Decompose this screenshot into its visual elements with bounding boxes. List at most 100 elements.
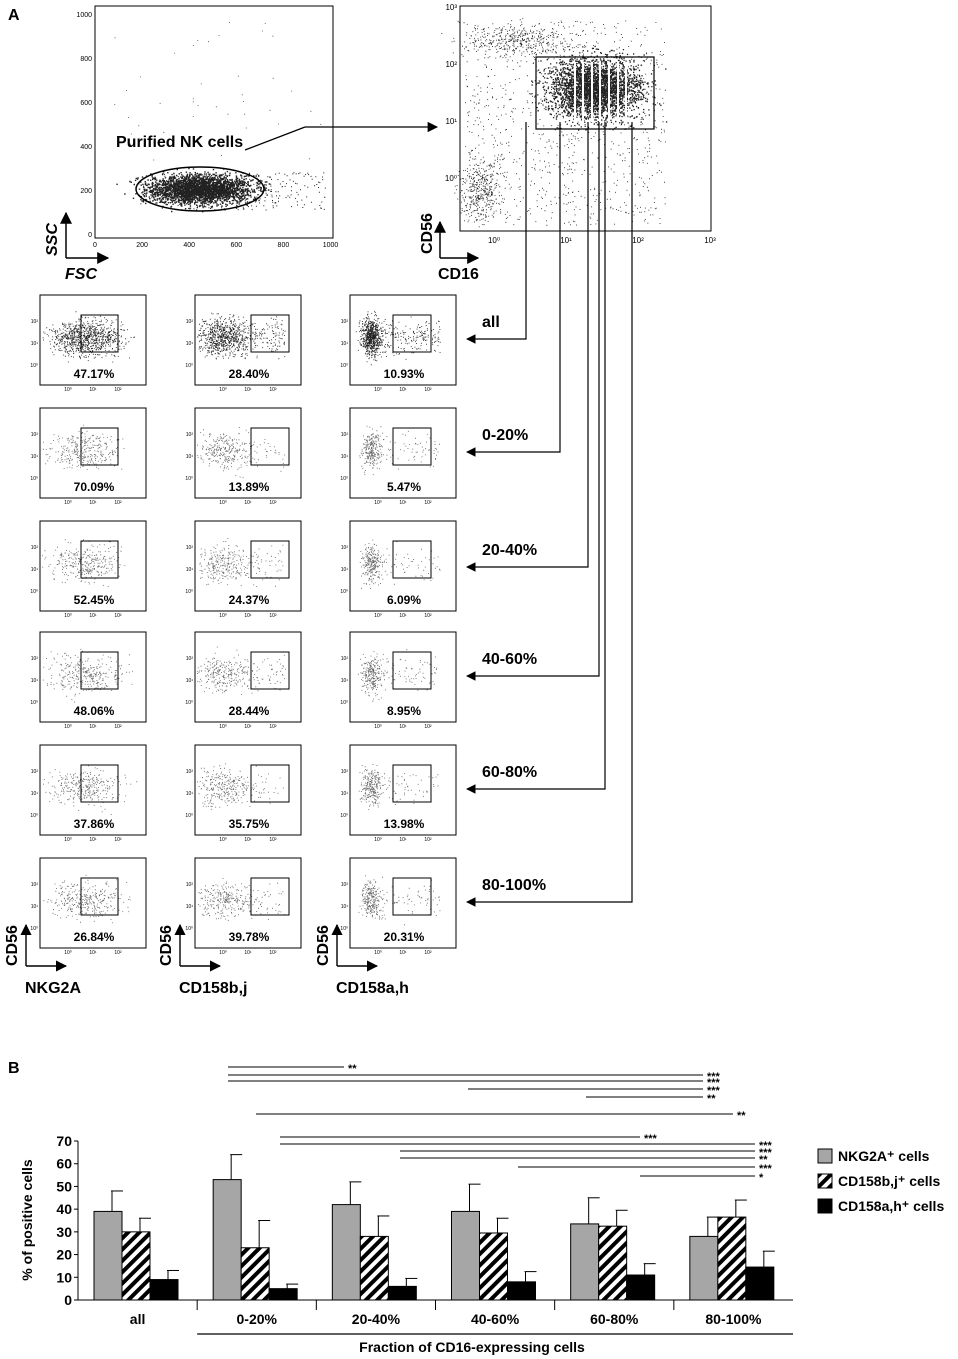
small-plot-dots — [197, 427, 286, 479]
small-plot-percent: 28.40% — [229, 367, 270, 381]
small-plot-dots — [358, 764, 439, 810]
small-plot-percent: 13.98% — [384, 817, 425, 831]
small-plot-frame — [39, 631, 147, 723]
bar — [149, 1279, 179, 1301]
small-y-tick: 10⁰ — [185, 926, 193, 932]
small-y-tick: 10⁰ — [185, 589, 193, 595]
small-x-tick: 10¹ — [399, 837, 407, 843]
small-plot-dots — [43, 874, 131, 924]
small-y-tick: 10⁰ — [340, 589, 348, 595]
small-y-tick: 10¹ — [31, 904, 39, 910]
fraction-arrow — [466, 122, 589, 572]
small-y-tick: 10¹ — [186, 791, 194, 797]
gate-x-tick: 400 — [183, 242, 195, 249]
small-x-tick: 10² — [269, 613, 277, 619]
gate-y-tick: 400 — [80, 144, 92, 151]
small-plot-frame — [39, 294, 147, 386]
small-plot-percent: 39.78% — [229, 930, 270, 944]
y-tick-label: 20 — [56, 1247, 72, 1263]
small-plot-percent: 37.86% — [74, 817, 115, 831]
x-tick-label: all — [130, 1311, 146, 1327]
small-x-tick: 10⁰ — [219, 724, 227, 730]
small-plot-gate — [80, 877, 119, 916]
gate-y-tick: 200 — [80, 188, 92, 195]
small-x-tick: 10⁰ — [64, 387, 72, 393]
small-y-tick: 10⁰ — [185, 813, 193, 819]
gate-x-tick: 0 — [93, 242, 97, 249]
small-y-tick: 10⁰ — [185, 476, 193, 482]
small-y-tick: 10² — [31, 545, 39, 551]
small-plot-gate — [392, 540, 432, 579]
bar — [121, 1231, 151, 1301]
gate-label: Purified NK cells — [116, 134, 243, 151]
small-y-tick: 10² — [186, 319, 194, 325]
significance-mark: *** — [759, 1147, 773, 1159]
small-y-tick: 10⁰ — [30, 813, 38, 819]
small-plot-gate — [392, 877, 432, 916]
small-x-tick: 10⁰ — [64, 500, 72, 506]
small-y-tick: 10⁰ — [185, 363, 193, 369]
significance-mark: ** — [348, 1063, 357, 1075]
small-plot-frame — [194, 857, 302, 949]
small-y-tick: 10² — [31, 319, 39, 325]
small-y-tick: 10² — [31, 882, 39, 888]
small-plot-dots — [357, 649, 438, 702]
gate-dot-cloud — [114, 22, 326, 213]
cd16-y-tick: 10⁰ — [445, 174, 457, 183]
cd16-gate-rect — [535, 56, 655, 130]
small-plot-frame — [349, 744, 457, 836]
small-plot-gate — [250, 764, 290, 803]
small-plot-percent: 26.84% — [74, 930, 115, 944]
small-plot-dots — [199, 538, 284, 587]
small-plot-gate — [250, 540, 290, 579]
small-plot-frame — [194, 520, 302, 612]
y-tick-label: 60 — [56, 1156, 72, 1172]
x-tick-label: 80-100% — [705, 1311, 762, 1327]
legend-swatch — [817, 1148, 833, 1164]
gate-y-tick: 0 — [88, 232, 92, 239]
small-x-tick: 10² — [269, 387, 277, 393]
cd56-axis-label: CD56 — [419, 213, 436, 254]
small-plot-percent: 20.31% — [384, 930, 425, 944]
small-x-tick: 10² — [114, 950, 122, 956]
small-y-tick: 10² — [31, 656, 39, 662]
small-y-tick: 10² — [341, 769, 349, 775]
bar — [598, 1225, 628, 1301]
significance-mark: *** — [707, 1071, 721, 1083]
fraction-label: 20-40% — [482, 542, 537, 559]
x-tick-label: 0-20% — [237, 1311, 278, 1327]
small-y-tick: 10¹ — [341, 567, 349, 573]
small-x-tick: 10¹ — [89, 837, 97, 843]
small-plot-percent: 28.44% — [229, 704, 270, 718]
small-x-tick: 10¹ — [399, 950, 407, 956]
small-x-tick: 10⁰ — [219, 837, 227, 843]
bar — [268, 1288, 298, 1301]
small-plot-percent: 6.09% — [387, 593, 421, 607]
cd16-y-tick: 10¹ — [445, 117, 457, 126]
bar — [240, 1247, 270, 1301]
x-tick-label: 40-60% — [471, 1311, 520, 1327]
small-y-tick: 10¹ — [31, 341, 39, 347]
bar — [387, 1285, 417, 1301]
small-plot-gate — [250, 651, 290, 690]
bar — [745, 1266, 775, 1301]
small-y-tick: 10⁰ — [30, 589, 38, 595]
bar — [93, 1210, 123, 1301]
small-y-tick: 10⁰ — [30, 363, 38, 369]
small-x-tick: 10¹ — [89, 500, 97, 506]
ssc-axis-label: SSC — [44, 223, 61, 256]
fraction-arrow — [466, 122, 600, 681]
cd16-x-tick: 10³ — [704, 236, 716, 245]
